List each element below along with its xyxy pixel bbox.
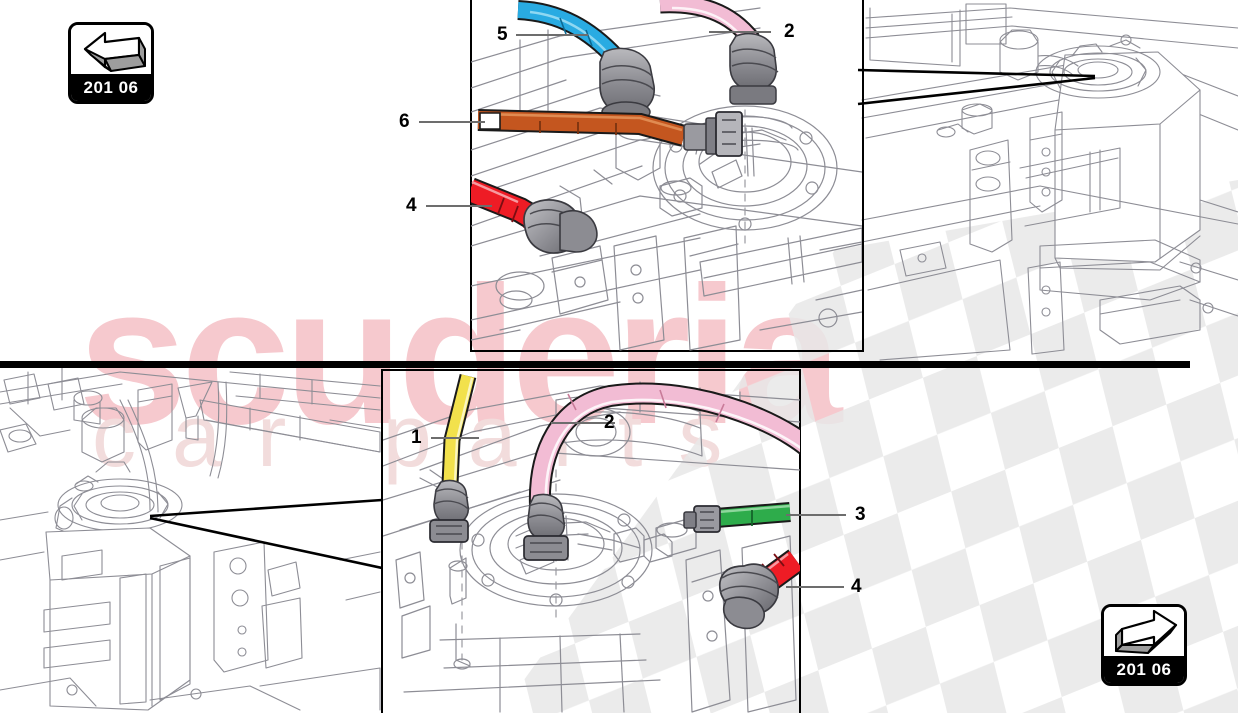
connector-boot-pink-upper: [729, 32, 779, 105]
leader-line-2-top: [709, 31, 771, 33]
connector-fitting-green: [683, 505, 721, 533]
connector-boot-red-lower: [719, 563, 779, 630]
badge-label-bottom: 201 06: [1104, 656, 1184, 683]
leader-line-3: [786, 514, 846, 516]
callout-number-2-bottom: 2: [604, 412, 615, 433]
leader-line-2-bottom: [551, 422, 615, 424]
connector-boot-red-upper: [523, 199, 598, 254]
callout-number-2-top: 2: [784, 21, 795, 42]
hose-yellow: [443, 374, 475, 485]
callout-number-1: 1: [411, 427, 422, 448]
watermark-secondary-text: car parts: [92, 386, 759, 485]
leader-line-5: [516, 34, 588, 36]
callout-number-6: 6: [399, 111, 410, 132]
callout-number-4-top: 4: [406, 195, 417, 216]
callout-number-4-bottom: 4: [851, 576, 862, 597]
leader-line-4-bottom: [786, 586, 844, 588]
callout-number-5: 5: [497, 24, 508, 45]
leader-line-6: [419, 121, 485, 123]
badge-arrow-area: [71, 25, 151, 77]
arrow-left-icon: [83, 31, 146, 72]
leader-line-4-top: [426, 205, 492, 207]
connector-boot-yellow: [429, 479, 470, 543]
connector-fitting-orange: [683, 111, 743, 157]
reference-badge-top-left[interactable]: 201 06: [68, 22, 154, 104]
lower-detail-panel-frame: [381, 369, 801, 713]
section-divider: [0, 361, 1190, 368]
badge-arrow-area: [1104, 607, 1184, 659]
hose-pink-lower: [530, 384, 800, 507]
leader-line-1: [431, 437, 479, 439]
hose-orange: [477, 111, 687, 145]
callout-number-3: 3: [855, 504, 866, 525]
badge-label-top: 201 06: [71, 74, 151, 101]
arrow-right-icon: [1115, 609, 1178, 654]
connector-boot-pink-lower: [523, 493, 569, 561]
hose-green: [715, 504, 791, 526]
reference-badge-bottom-right[interactable]: 201 06: [1101, 604, 1187, 686]
